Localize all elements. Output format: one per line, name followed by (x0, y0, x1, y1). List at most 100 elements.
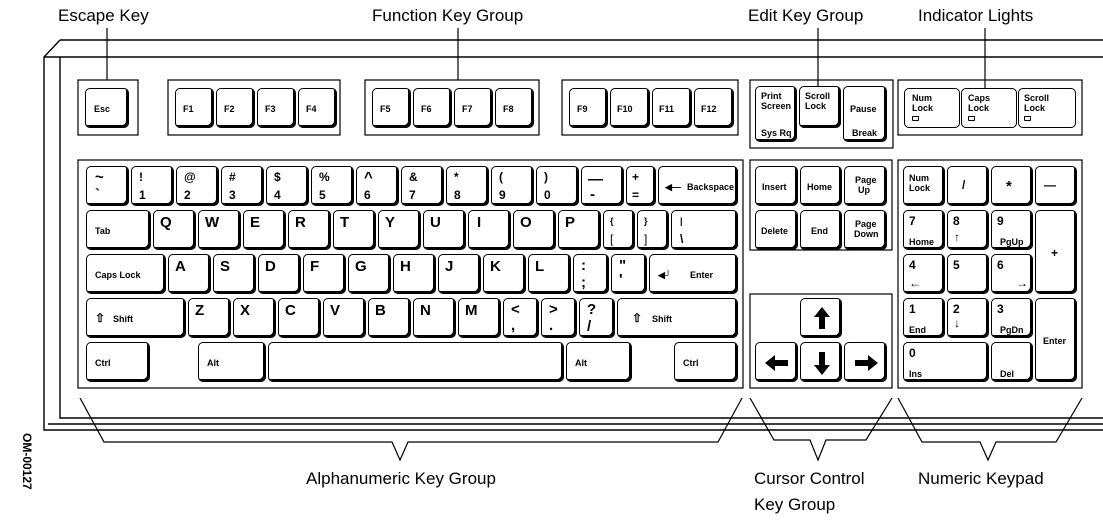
f8-key[interactable]: F8 (495, 88, 534, 128)
esc-key[interactable]: Esc (85, 88, 129, 128)
right-ctrl-key[interactable]: Ctrl (674, 342, 738, 382)
backslash-key[interactable]: |\ (671, 210, 738, 250)
key-x[interactable]: X (233, 298, 276, 338)
equals-key[interactable]: += (626, 166, 656, 206)
slash-key[interactable]: ?/ (579, 298, 615, 338)
key-3[interactable]: #3 (221, 166, 264, 206)
insert-key[interactable]: Insert (755, 166, 798, 206)
key-t[interactable]: T (333, 210, 376, 250)
right-shift-key[interactable]: ⇧Shift (617, 298, 738, 338)
key-1[interactable]: !1 (131, 166, 174, 206)
key-u[interactable]: U (423, 210, 466, 250)
quote-key[interactable]: "' (611, 254, 647, 294)
key-g[interactable]: G (348, 254, 391, 294)
pause-key[interactable]: Pause Break (843, 86, 887, 142)
f4-key[interactable]: F4 (298, 88, 337, 128)
key-b[interactable]: B (368, 298, 411, 338)
key-e[interactable]: E (243, 210, 286, 250)
left-brace-key[interactable]: {[ (603, 210, 635, 250)
key-n[interactable]: N (413, 298, 456, 338)
f5-key[interactable]: F5 (372, 88, 411, 128)
enter-key[interactable]: ◀┘Enter (649, 254, 738, 294)
up-arrow-key[interactable] (800, 298, 842, 338)
key-q[interactable]: Q (153, 210, 196, 250)
caps-lock-key[interactable]: Caps Lock (86, 254, 166, 294)
left-ctrl-key[interactable]: Ctrl (86, 342, 150, 382)
left-arrow-key[interactable] (755, 342, 798, 382)
key-m[interactable]: M (458, 298, 501, 338)
down-arrow-key[interactable] (800, 342, 842, 382)
f3-key[interactable]: F3 (257, 88, 296, 128)
backspace-key[interactable]: ◀—Backspace (658, 166, 738, 206)
tilde-key[interactable]: ~` (86, 166, 129, 206)
key-8[interactable]: *8 (446, 166, 489, 206)
left-shift-key[interactable]: ⇧Shift (86, 298, 186, 338)
f1-key[interactable]: F1 (175, 88, 214, 128)
key-h[interactable]: H (393, 254, 436, 294)
key-i[interactable]: I (468, 210, 511, 250)
period-key[interactable]: >. (541, 298, 577, 338)
key-s[interactable]: S (213, 254, 256, 294)
numpad-6-key[interactable]: 6→ (991, 254, 1033, 294)
numpad-del-key[interactable]: Del (991, 342, 1033, 382)
delete-key[interactable]: Delete (755, 210, 798, 250)
end-key[interactable]: End (800, 210, 842, 250)
key-7[interactable]: &7 (401, 166, 444, 206)
comma-key[interactable]: <, (503, 298, 539, 338)
numpad-enter-key[interactable]: Enter (1035, 298, 1077, 382)
scroll-lock-key[interactable]: Scroll Lock (799, 86, 841, 128)
f6-key[interactable]: F6 (413, 88, 452, 128)
spacebar[interactable] (268, 342, 564, 382)
f10-key[interactable]: F10 (610, 88, 650, 128)
key-5[interactable]: %5 (311, 166, 354, 206)
f11-key[interactable]: F11 (652, 88, 692, 128)
key-y[interactable]: Y (378, 210, 421, 250)
key-k[interactable]: K (483, 254, 526, 294)
key-d[interactable]: D (258, 254, 301, 294)
f7-key[interactable]: F7 (454, 88, 493, 128)
key-6[interactable]: ^6 (356, 166, 399, 206)
key-c[interactable]: C (278, 298, 321, 338)
key-f[interactable]: F (303, 254, 346, 294)
key-r[interactable]: R (288, 210, 331, 250)
key-j[interactable]: J (438, 254, 481, 294)
f12-key[interactable]: F12 (694, 88, 734, 128)
print-screen-key[interactable]: Print Screen Sys Rq (755, 86, 797, 142)
numpad-minus-key[interactable]: — (1035, 166, 1077, 206)
key-9[interactable]: (9 (491, 166, 534, 206)
tab-key[interactable]: Tab (86, 210, 151, 250)
key-a[interactable]: A (168, 254, 211, 294)
right-alt-key[interactable]: Alt (566, 342, 632, 382)
key-l[interactable]: L (528, 254, 571, 294)
key-p[interactable]: P (558, 210, 601, 250)
numpad-8-key[interactable]: 8↑ (947, 210, 989, 250)
key-0[interactable]: )0 (536, 166, 579, 206)
key-4[interactable]: $4 (266, 166, 309, 206)
semicolon-key[interactable]: :; (573, 254, 609, 294)
numpad-5-key[interactable]: 5 (947, 254, 989, 294)
key-2[interactable]: @2 (176, 166, 219, 206)
key-v[interactable]: V (323, 298, 366, 338)
numpad-slash-key[interactable]: / (947, 166, 989, 206)
key-w[interactable]: W (198, 210, 241, 250)
f9-key[interactable]: F9 (569, 88, 608, 128)
right-arrow-key[interactable] (844, 342, 887, 382)
home-key[interactable]: Home (800, 166, 842, 206)
numpad-plus-key[interactable]: + (1035, 210, 1077, 294)
key-z[interactable]: Z (188, 298, 231, 338)
numpad-4-key[interactable]: 4← (903, 254, 945, 294)
key-o[interactable]: O (513, 210, 556, 250)
right-brace-key[interactable]: }] (637, 210, 669, 250)
minus-key[interactable]: —- (581, 166, 624, 206)
numpad-star-key[interactable]: * (991, 166, 1033, 206)
f2-key[interactable]: F2 (216, 88, 255, 128)
numpad-2-key[interactable]: 2↓ (947, 298, 989, 338)
